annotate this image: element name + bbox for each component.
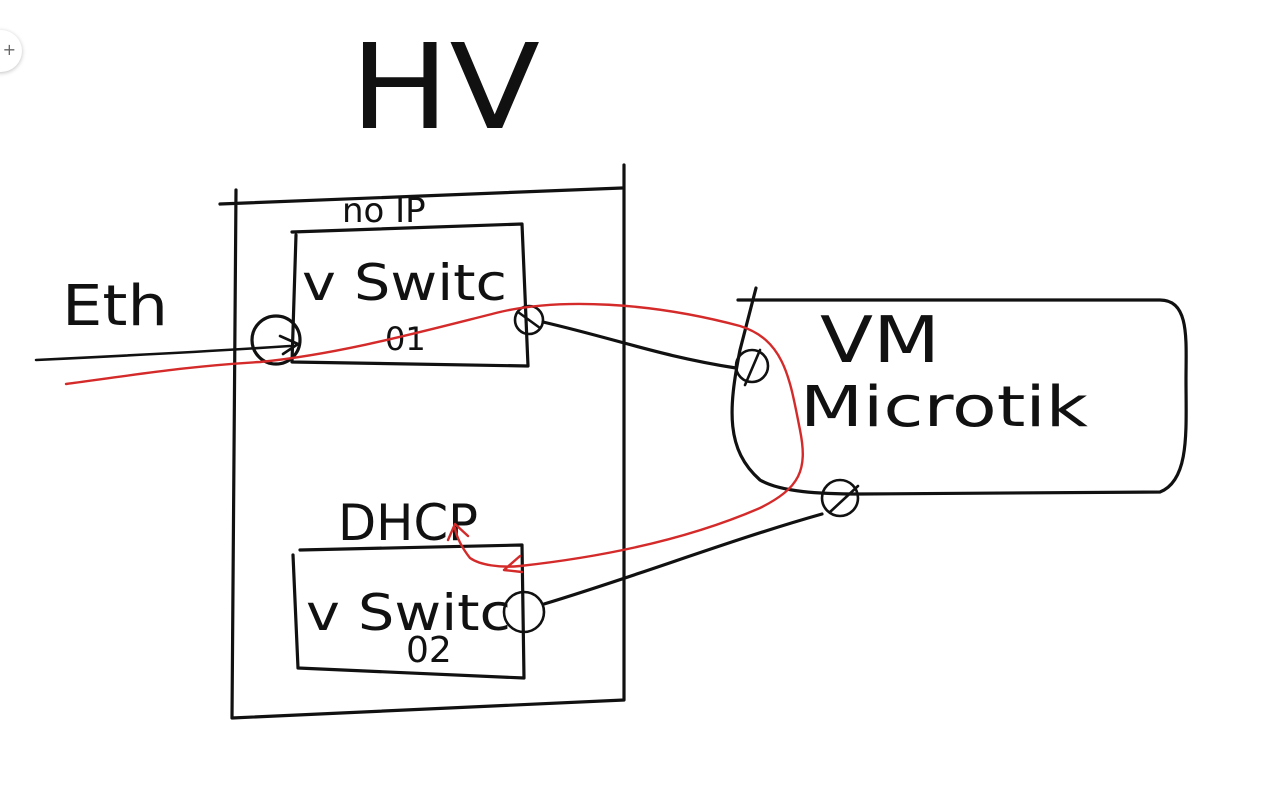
vswitch-02-port [502, 590, 546, 634]
port-ticks [516, 310, 860, 514]
plus-icon: + [2, 40, 16, 59]
eth-wire [34, 334, 300, 362]
vswitch-01-box [290, 222, 530, 368]
eth-label: Eth [62, 274, 168, 339]
vswitch-01-network-label: no IP [342, 191, 426, 231]
hv-title: HV [350, 18, 540, 156]
wire-vswitch01-to-vm [541, 320, 738, 370]
vm-name: Microtik [800, 375, 1089, 440]
vm-port-1 [734, 348, 770, 384]
vm-port-2 [820, 478, 860, 518]
vswitch-02-box [291, 543, 526, 680]
add-button[interactable]: + [0, 30, 22, 72]
wire-vswitch02-to-vm [542, 512, 824, 606]
hv-host-box [218, 163, 626, 720]
vswitch-02-name: v Switc [306, 584, 511, 642]
vswitch-02-network-label: DHCP [338, 494, 478, 552]
vswitch-01-name: v Switc [302, 254, 507, 312]
vswitch-01-uplink-port [250, 314, 302, 366]
traffic-path [64, 302, 804, 574]
vm-microtik-box [730, 286, 1188, 496]
vm-label: VM [820, 304, 940, 378]
vswitch-02-number: 02 [406, 630, 452, 671]
